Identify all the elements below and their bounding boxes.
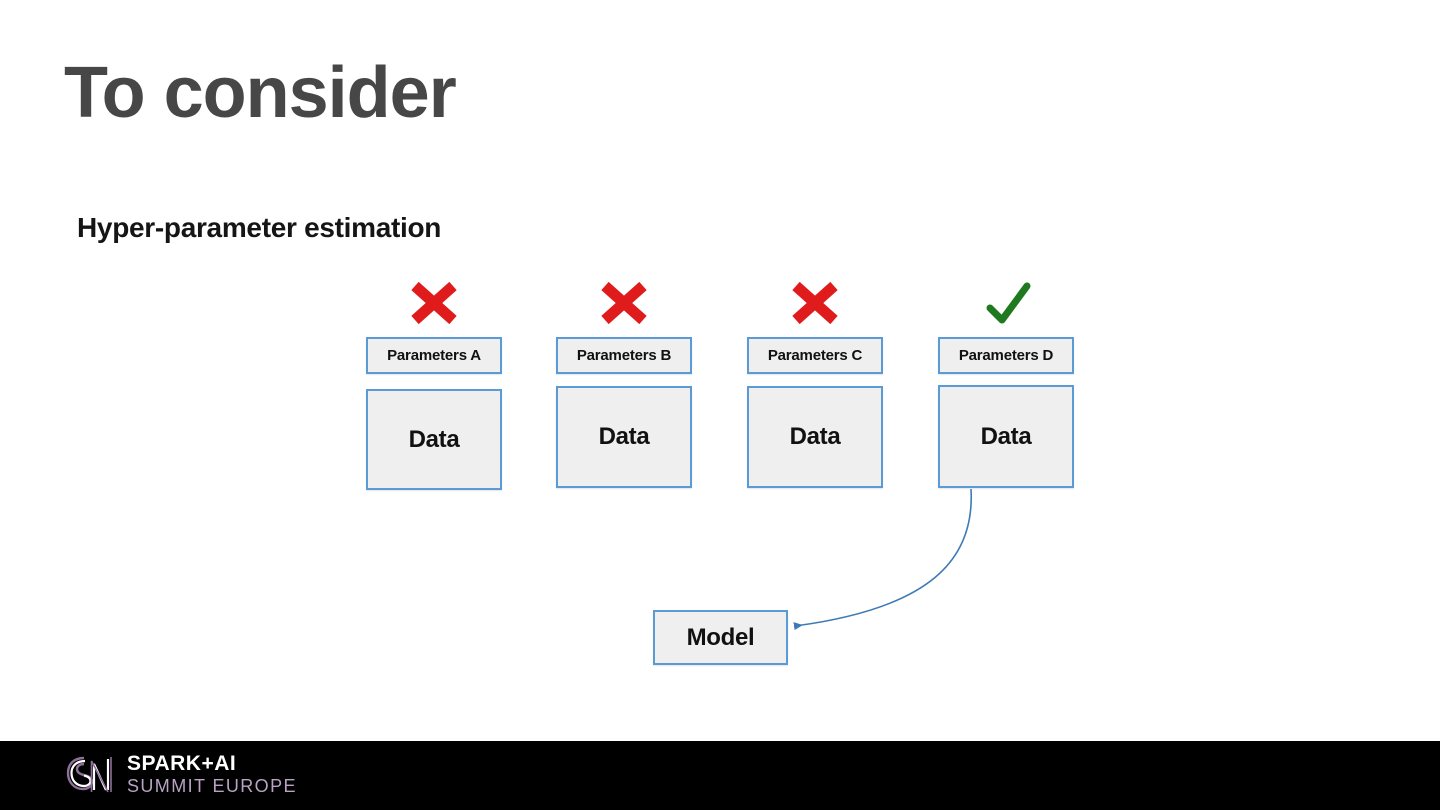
parameters-box-a[interactable]: Parameters A xyxy=(366,337,502,374)
check-icon xyxy=(986,282,1031,324)
model-box[interactable]: Model xyxy=(653,610,788,665)
logo-secondary-text: SUMMIT EUROPE xyxy=(127,776,297,796)
data-box-c[interactable]: Data xyxy=(747,386,883,488)
spark-ai-logo-icon xyxy=(66,756,112,793)
logo-primary-text: SPARK+AI xyxy=(127,752,237,775)
data-box-d[interactable]: Data xyxy=(938,385,1074,488)
page-title: To consider xyxy=(64,53,457,133)
hyperparameter-diagram: Parameters A Data Parameters B Data Para… xyxy=(366,281,1074,665)
data-box-a[interactable]: Data xyxy=(366,389,502,490)
slide-subtitle: Hyper-parameter estimation xyxy=(77,212,442,243)
footer-bar xyxy=(0,741,1440,810)
brand-logo: SPARK+AI SUMMIT EUROPE xyxy=(64,752,297,796)
cross-icon xyxy=(792,281,838,325)
parameters-box-c[interactable]: Parameters C xyxy=(747,337,883,374)
cross-icon xyxy=(411,281,457,325)
cross-icon xyxy=(601,281,647,325)
data-box-b[interactable]: Data xyxy=(556,386,692,488)
parameters-box-b[interactable]: Parameters B xyxy=(556,337,692,374)
parameters-box-d[interactable]: Parameters D xyxy=(938,337,1074,374)
